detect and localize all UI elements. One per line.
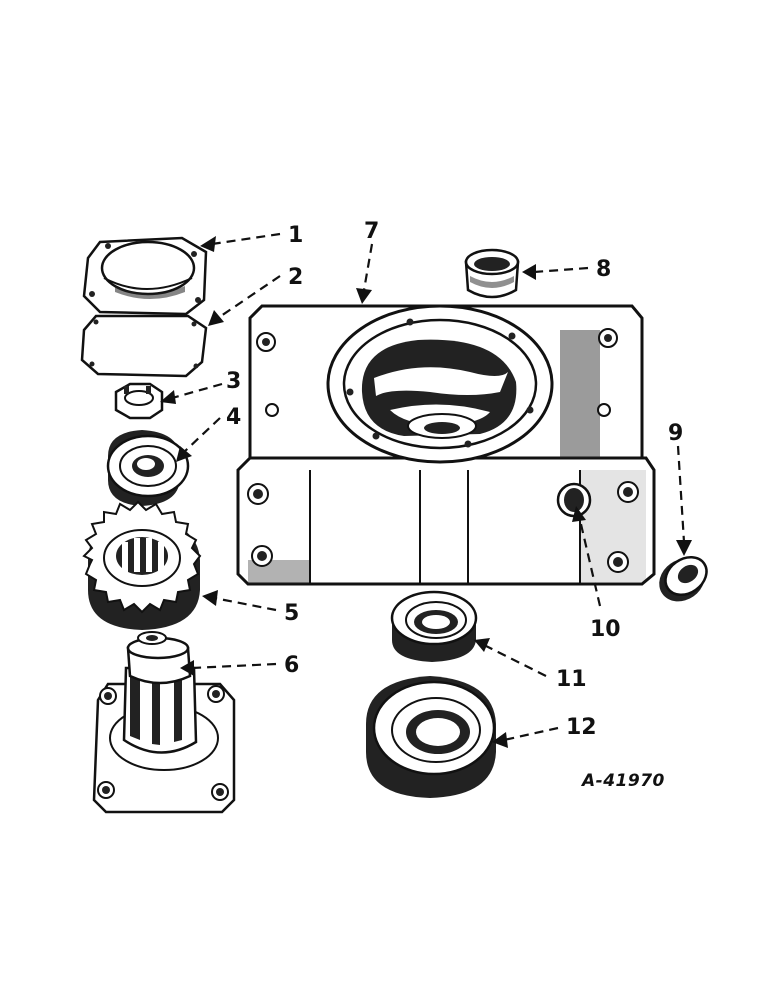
part-8-bushing: [464, 248, 520, 299]
callout-numbers: 1 2 3 4 5 6 7 8 9 10 11 12: [226, 219, 683, 740]
arrowhead-1: [200, 236, 216, 252]
callout-3: 3: [226, 369, 241, 394]
leader-6: [191, 662, 277, 670]
part-2-gasket: [80, 314, 208, 378]
arrowhead-2: [208, 310, 224, 326]
part-5-spur-gear: [82, 500, 202, 630]
arrowhead-12: [492, 732, 508, 748]
part-4-ball-bearing: [106, 430, 190, 506]
leader-lines: [160, 232, 692, 748]
leader-2: [217, 275, 281, 319]
leader-12: [503, 726, 559, 742]
arrowhead-5: [202, 590, 218, 606]
arrowhead-11: [474, 638, 490, 652]
leader-5: [213, 596, 277, 612]
part-11-seal-ring: [390, 590, 478, 662]
part-6-splined-shaft-flange: [92, 631, 236, 814]
arrowhead-3: [160, 390, 176, 404]
leader-9: [676, 445, 686, 543]
arrowhead-6: [180, 660, 194, 676]
part-3-castle-nut: [114, 382, 164, 420]
callout-11: 11: [556, 667, 587, 692]
arrowhead-10: [572, 506, 586, 522]
callout-6: 6: [284, 653, 299, 678]
callout-7: 7: [364, 219, 379, 244]
callout-1: 1: [288, 223, 303, 248]
callout-2: 2: [288, 265, 303, 290]
leader-4: [183, 417, 221, 453]
leader-8: [533, 266, 589, 274]
leader-1: [211, 232, 281, 246]
part-1-bearing-cap: [82, 236, 208, 316]
arrowhead-7: [356, 288, 372, 304]
part-9-seal: [659, 555, 708, 602]
part-12-roller-bearing: [366, 676, 496, 798]
callout-12: 12: [566, 715, 597, 740]
leader-3: [171, 382, 223, 400]
figure-reference: A-41970: [580, 771, 665, 791]
callout-10: 10: [590, 617, 621, 642]
callout-9: 9: [668, 421, 683, 446]
arrowhead-8: [522, 264, 536, 280]
part-7-housing: [236, 304, 656, 586]
callout-5: 5: [284, 601, 299, 626]
arrowhead-9: [676, 540, 692, 556]
leader-7: [362, 243, 374, 291]
callout-4: 4: [226, 405, 241, 430]
arrowhead-4: [176, 446, 192, 462]
leader-11: [485, 645, 547, 677]
callout-8: 8: [596, 257, 611, 282]
